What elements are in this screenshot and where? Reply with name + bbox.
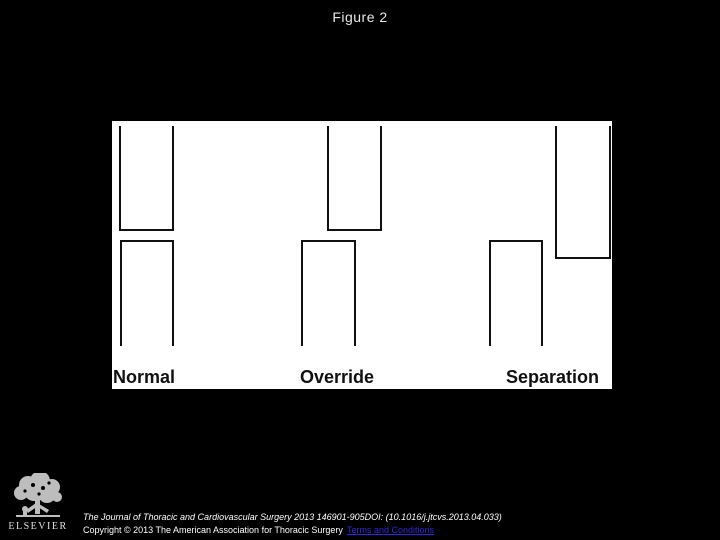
terms-and-conditions-link[interactable]: Terms and Conditions [346,525,434,535]
elsevier-tree-icon [14,473,62,517]
panel-label-override: Override [300,367,375,387]
panel-label-normal: Normal [113,367,176,387]
journal-name: The Journal of Thoracic and Cardiovascul… [83,512,292,522]
separation-upper-vessel-diagram [555,126,611,259]
override-upper-vessel-diagram [327,126,382,231]
copyright-text: Copyright © 2013 The American Associatio… [83,525,343,535]
elsevier-wordmark: ELSEVIER [8,521,68,532]
citation-details: 2013 146901-905DOI: (10.1016/j.jtcvs.201… [291,512,502,522]
separation-lower-vessel-diagram [489,240,543,346]
figure-canvas: Normal Override Separation [112,121,612,389]
credits-block: The Journal of Thoracic and Cardiovascul… [83,511,502,537]
elsevier-logo: ELSEVIER [8,473,68,532]
normal-upper-vessel-diagram [119,126,174,231]
normal-lower-vessel-diagram [120,240,174,346]
override-lower-vessel-diagram [301,240,356,346]
copyright-line: Copyright © 2013 The American Associatio… [83,524,502,537]
citation-line: The Journal of Thoracic and Cardiovascul… [83,511,502,524]
panel-label-separation: Separation [506,367,600,387]
figure-title: Figure 2 [332,9,388,25]
